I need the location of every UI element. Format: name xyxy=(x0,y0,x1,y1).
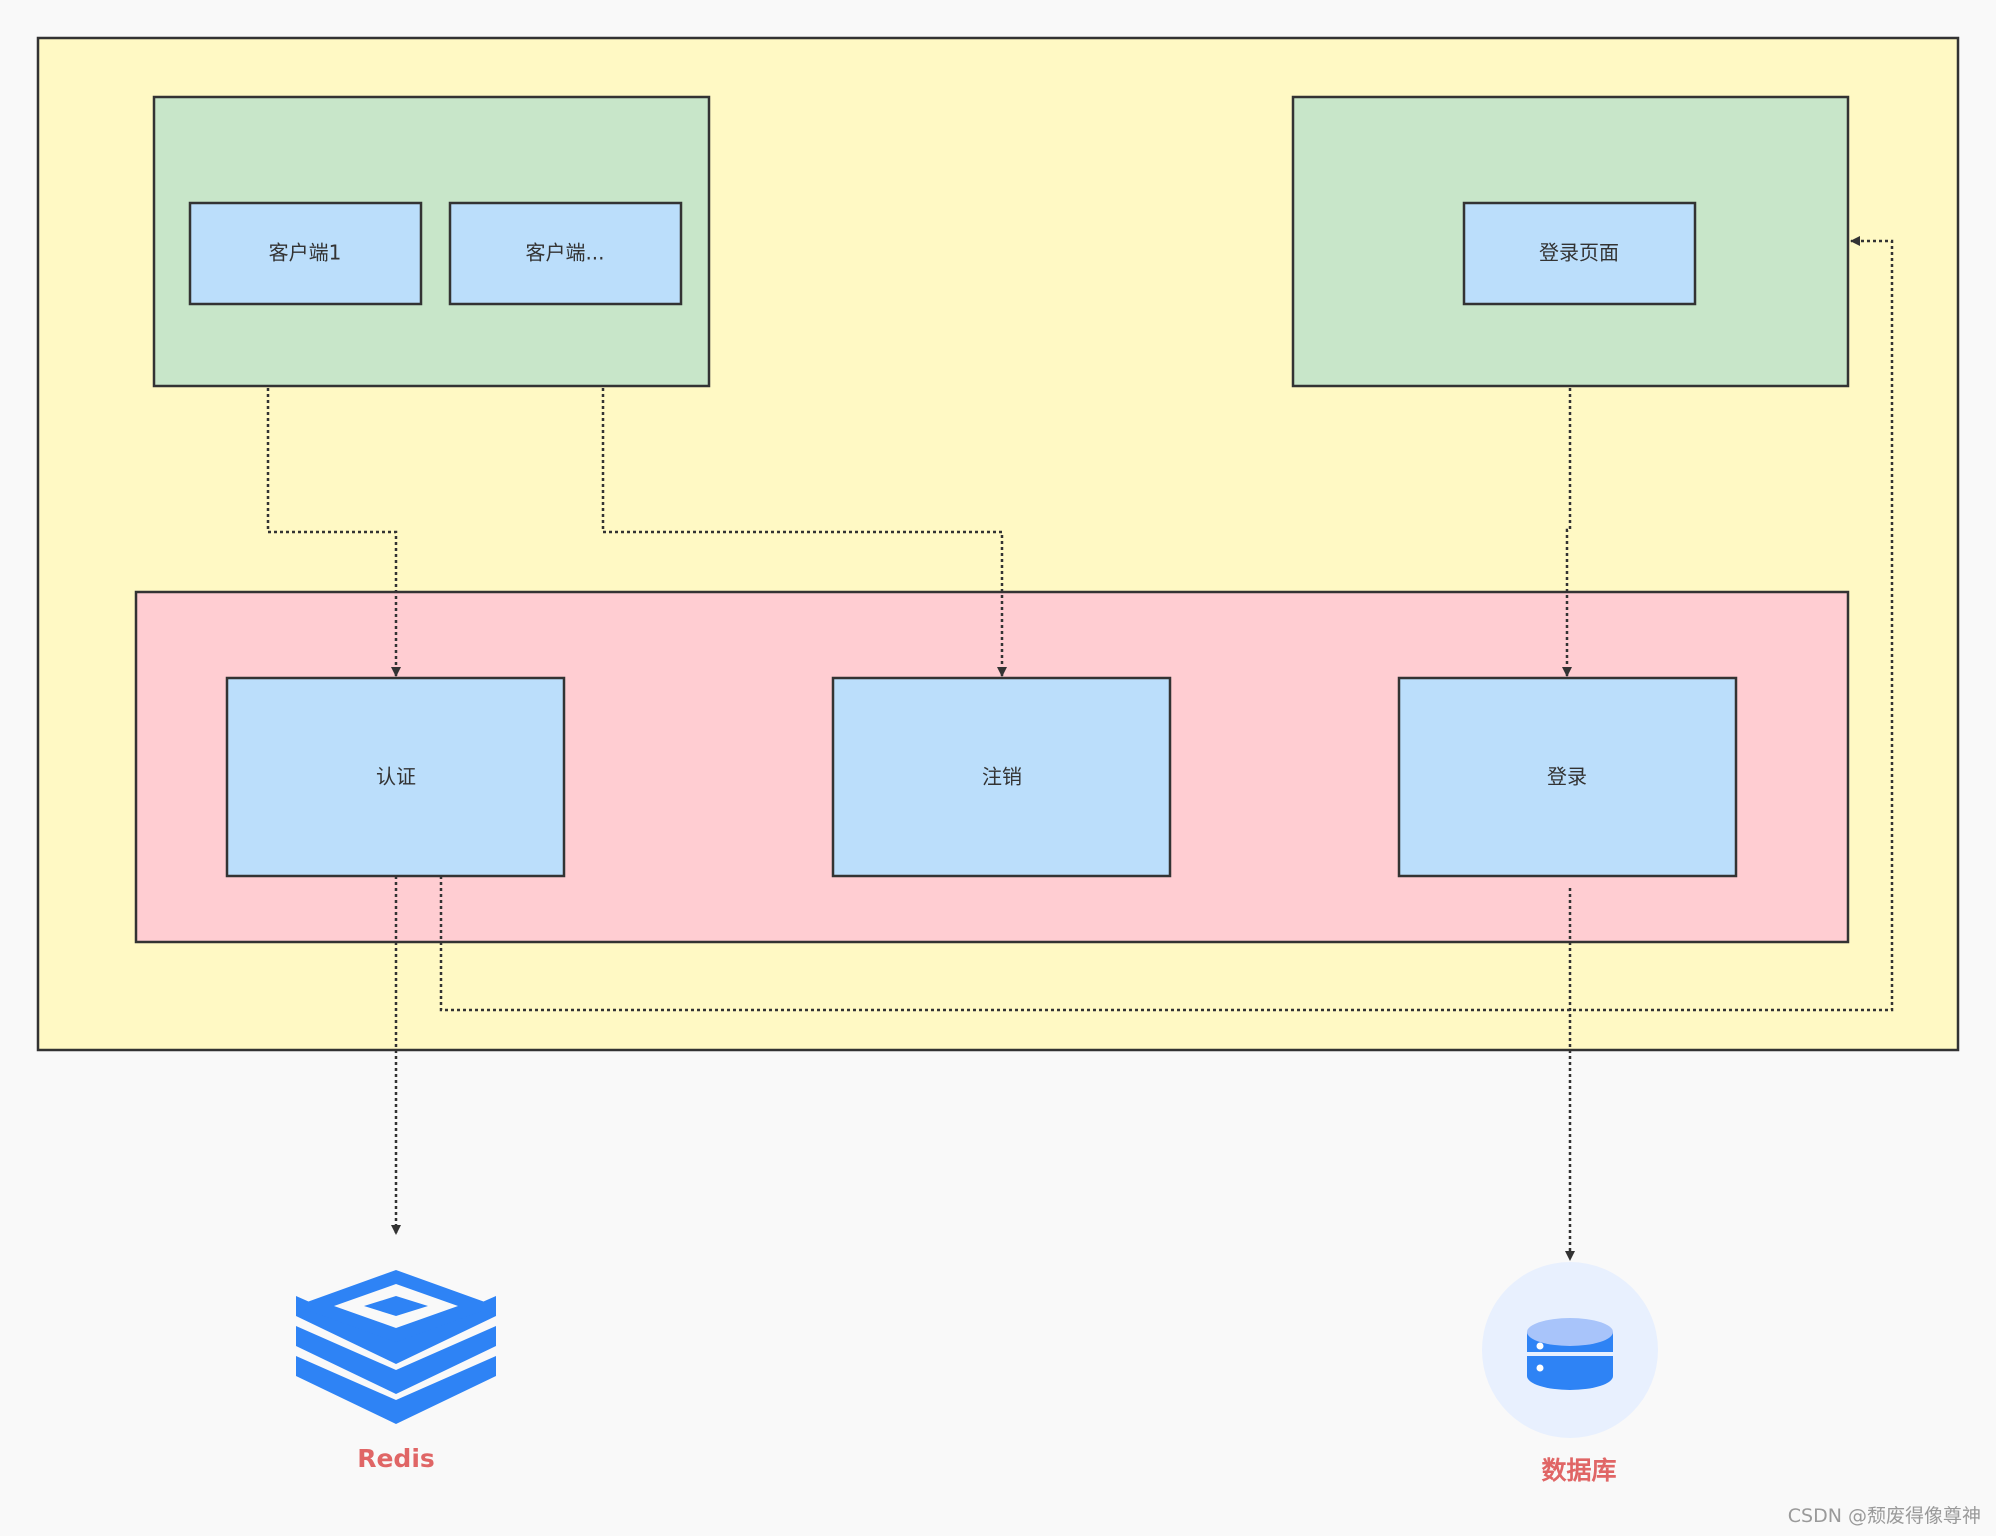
database-icon xyxy=(1482,1262,1658,1438)
client-more-label: 客户端... xyxy=(525,241,604,265)
client-1-box[interactable] xyxy=(188,201,423,306)
auth-service-label: 认证 xyxy=(376,765,416,789)
client-1-label: 客户端1 xyxy=(269,241,342,265)
connector-loginpage-to-login xyxy=(1562,388,1572,677)
client-more-box[interactable] xyxy=(448,201,683,306)
login-page-box[interactable] xyxy=(1462,201,1697,306)
login-page-label: 登录页面 xyxy=(1539,241,1619,265)
login-service-label: 登录 xyxy=(1547,765,1587,789)
redis-label: Redis xyxy=(357,1444,435,1473)
auth-service-box[interactable] xyxy=(225,676,566,878)
login-service-box[interactable] xyxy=(1397,676,1738,878)
connector-client1-to-auth xyxy=(266,388,401,677)
redis-icon xyxy=(296,1270,496,1424)
connector-auth-to-loginpage xyxy=(439,236,1894,1012)
connector-clientmore-to-logout xyxy=(601,388,1007,677)
logout-service-label: 注销 xyxy=(982,765,1022,789)
logout-service-box[interactable] xyxy=(831,676,1172,878)
database-label: 数据库 xyxy=(1541,1456,1616,1485)
watermark: CSDN @颓废得像尊神 xyxy=(1787,1505,1981,1527)
